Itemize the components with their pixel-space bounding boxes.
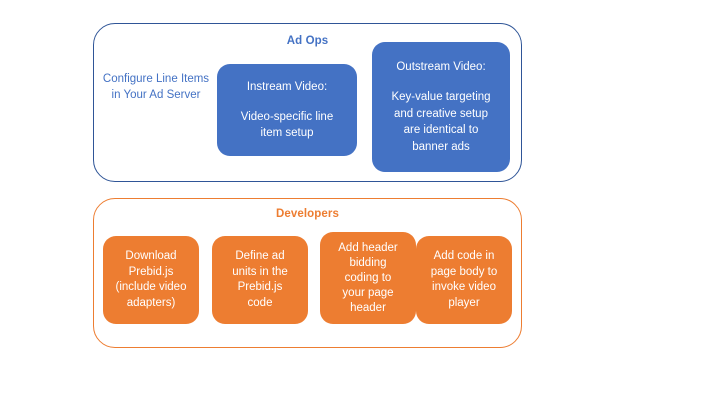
card-heading: Outstream Video: (396, 60, 486, 73)
card-body-line: units in the (232, 265, 288, 278)
card-heading: Instream Video: (246, 81, 328, 93)
card-body-line: Add code in (433, 250, 495, 262)
card-body-line: Video-specific line (240, 111, 334, 123)
card-body-line: are identical to (403, 124, 479, 137)
label-line: Configure Line (102, 73, 178, 85)
group-title-developers: Developers (275, 208, 339, 220)
card-body-line: adapters) (126, 296, 176, 309)
card-body-line: (include video (115, 281, 187, 293)
card-outstream-video: Outstream Video: Key-value targeting and… (372, 42, 510, 172)
card-body-line: item setup (260, 127, 314, 139)
label-configure-line-items: Configure Line Items in Your Ad Server (101, 72, 211, 103)
label-line: Server (166, 88, 201, 101)
card-body-line: Prebid.js (128, 265, 174, 278)
card-body-line: code (247, 296, 273, 309)
card-body-line: player (448, 296, 480, 309)
card-body-line: banner ads (412, 140, 470, 153)
label-line: Items in Your Ad (111, 73, 210, 101)
card-body-line: bidding (349, 256, 387, 269)
card-body-line: your page (342, 286, 394, 299)
card-body-line: Download (125, 250, 177, 262)
card-add-page-body-code: Add code in page body to invoke video pl… (416, 236, 512, 324)
card-body-line: Key-value targeting (391, 91, 491, 104)
card-body-line: header (350, 301, 386, 314)
card-body-line: page body to (430, 265, 498, 278)
card-instream-video: Instream Video: Video-specific line item… (217, 64, 357, 156)
card-body-line: Define ad (235, 250, 285, 262)
card-body-line: Add header (338, 241, 398, 254)
card-download-prebid: Download Prebid.js (include video adapte… (103, 236, 199, 324)
card-body-line: and creative setup (394, 107, 488, 120)
card-body-line: Prebid.js (237, 281, 283, 293)
card-add-header-bidding: Add header bidding coding to your page h… (320, 232, 416, 324)
card-define-ad-units: Define ad units in the Prebid.js code (212, 236, 308, 324)
card-body-line: coding to (344, 271, 392, 284)
card-body-line: invoke video (432, 281, 496, 293)
group-title-ad-ops: Ad Ops (286, 35, 329, 47)
